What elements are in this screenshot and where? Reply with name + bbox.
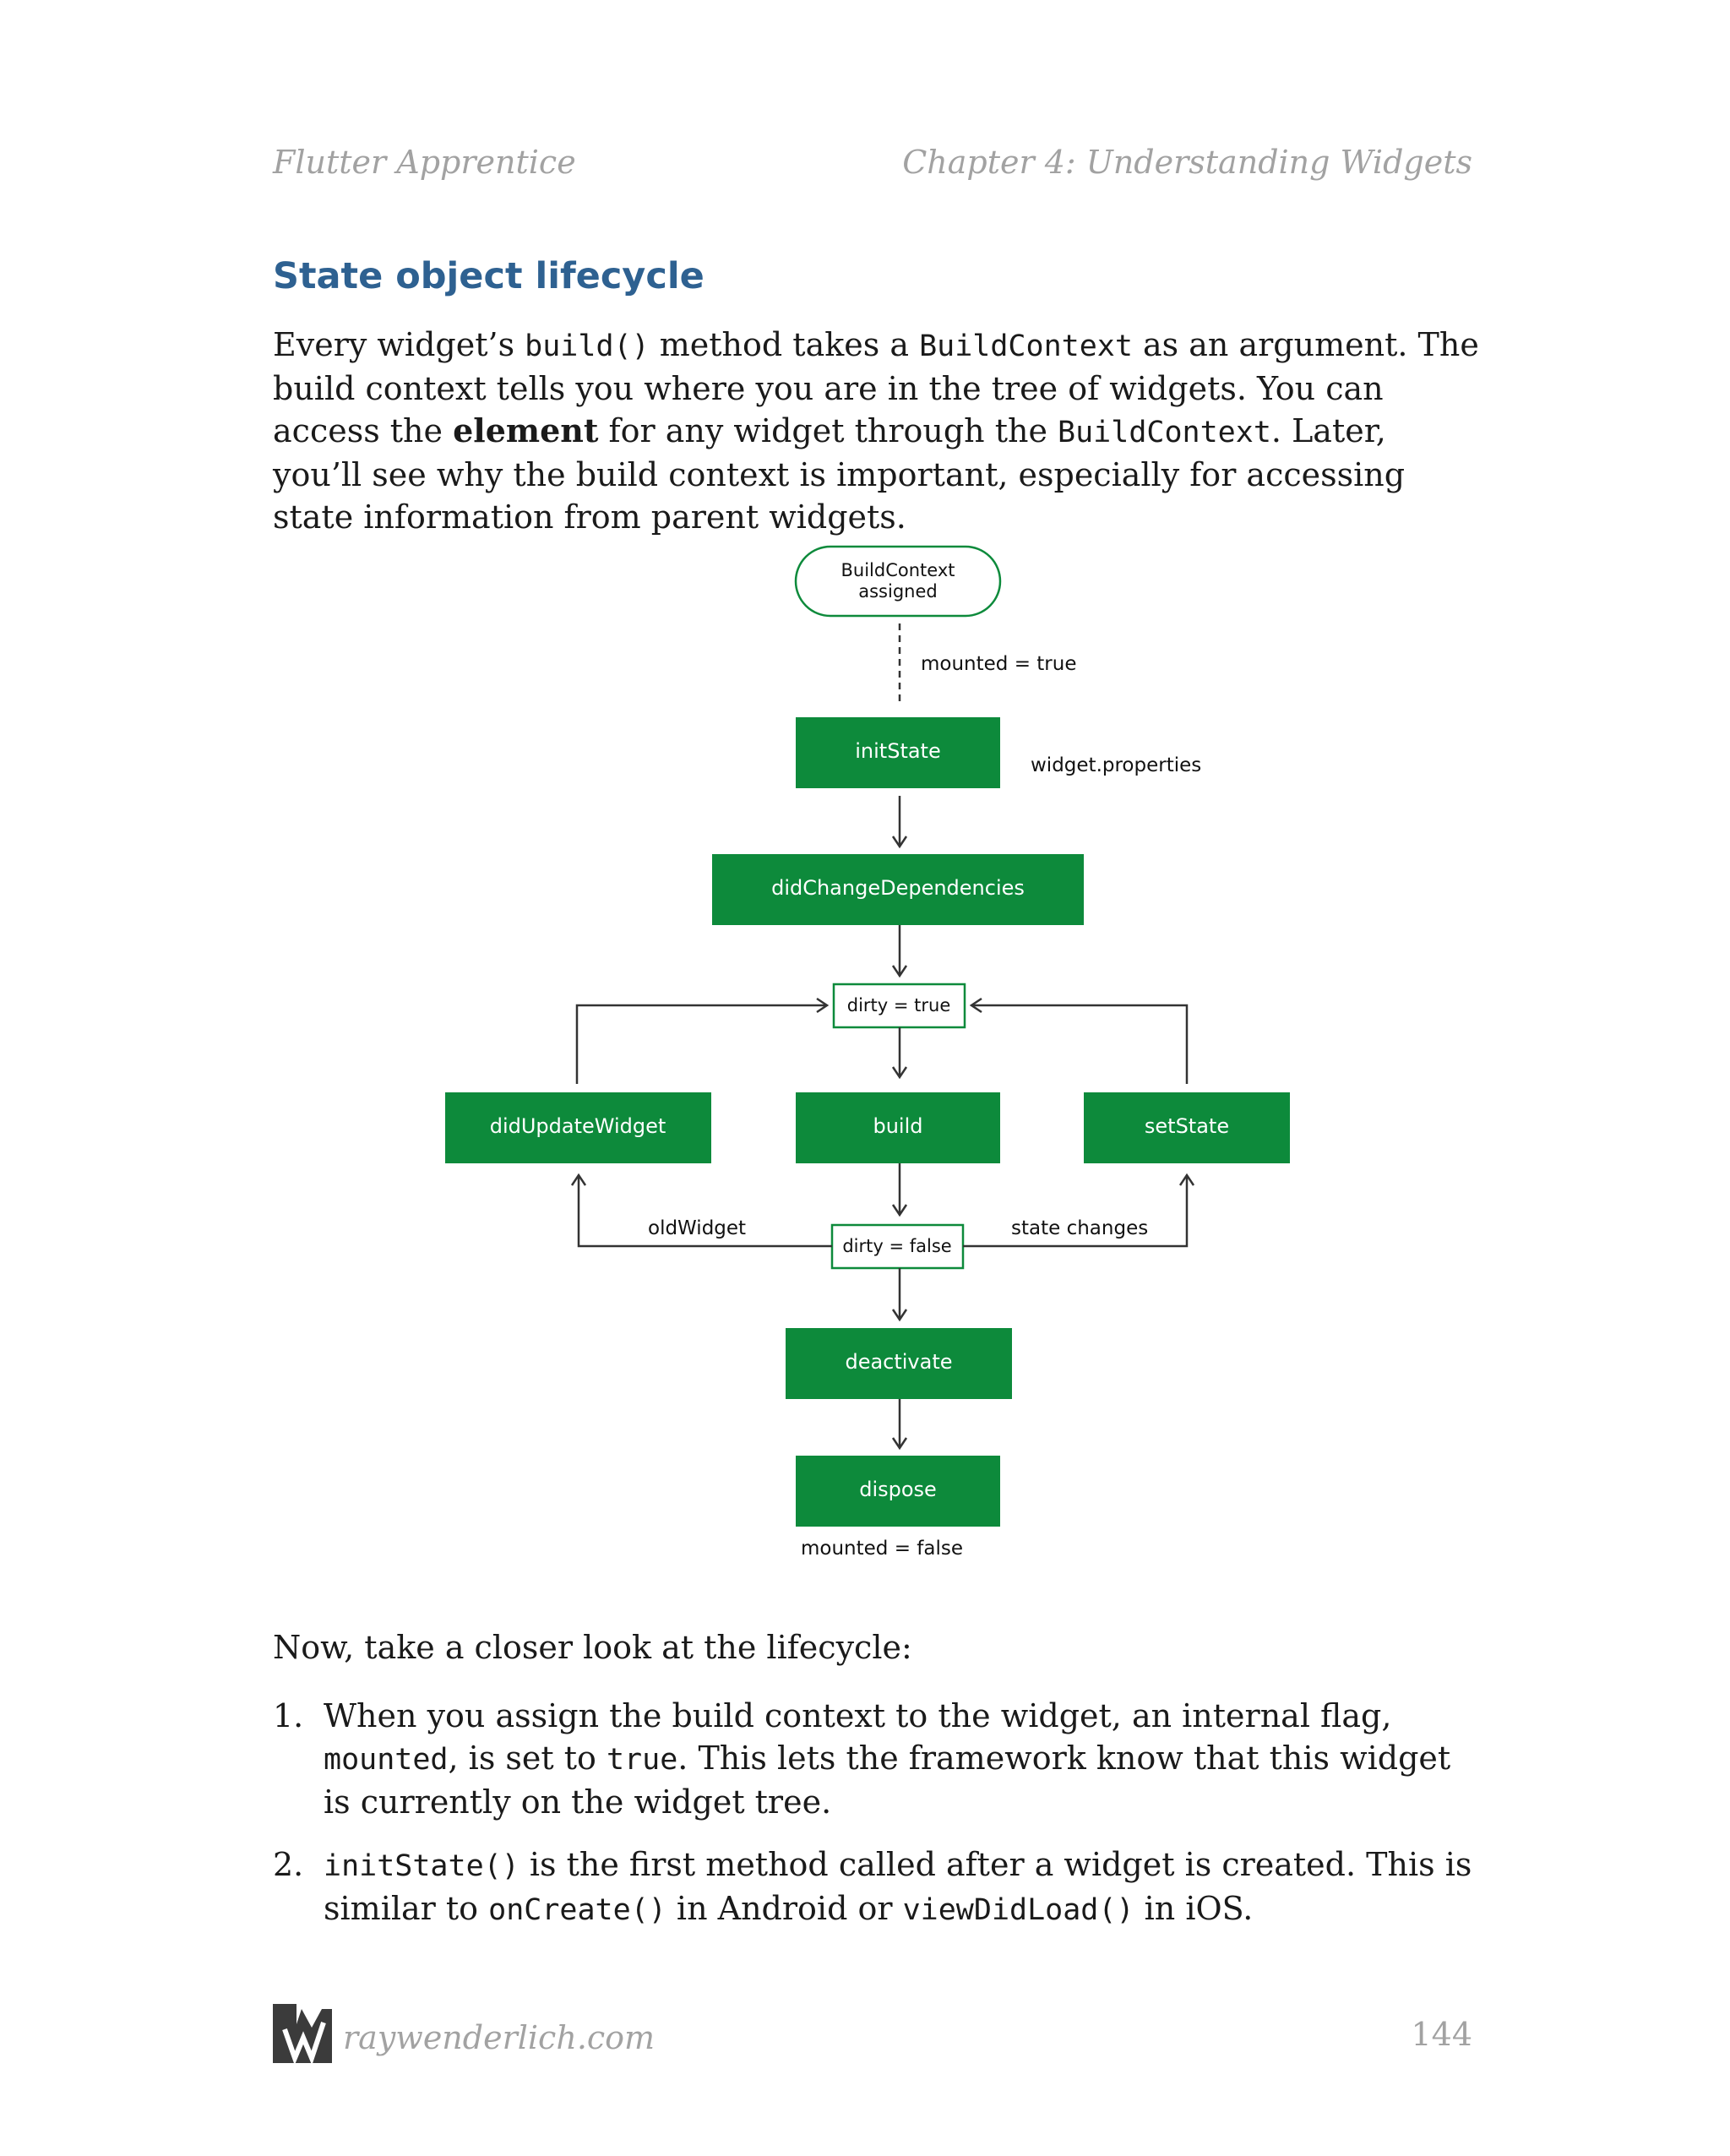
dispose-label: dispose bbox=[859, 1478, 937, 1501]
start-node-buildcontext-assigned bbox=[794, 545, 1002, 618]
oldwidget-label: oldWidget bbox=[648, 1217, 746, 1239]
code-true: true bbox=[606, 1743, 678, 1777]
didchangedependencies-label: didChangeDependencies bbox=[771, 876, 1025, 900]
intro-text-4: for any widget through the bbox=[598, 412, 1058, 449]
raywenderlich-logo-icon bbox=[273, 2004, 332, 2063]
build-box bbox=[796, 1092, 1000, 1163]
intro-text-5: . Later, you’ll see why the build contex… bbox=[273, 412, 1406, 536]
list-item-body: initState() is the first method called a… bbox=[324, 1843, 1481, 1931]
li1-text-3: . This lets the framework know that this… bbox=[324, 1740, 1451, 1821]
dirty-false-box bbox=[830, 1223, 965, 1270]
initstate-label: initState bbox=[855, 739, 940, 763]
code-build: build() bbox=[525, 329, 650, 363]
deactivate-box bbox=[786, 1328, 1012, 1399]
didchangedependencies-box bbox=[712, 854, 1084, 925]
list-item-body: When you assign the build context to the… bbox=[324, 1695, 1481, 1823]
mounted-false-label: mounted = false bbox=[801, 1538, 963, 1560]
code-buildcontext-2: BuildContext bbox=[1058, 416, 1271, 449]
dispose-box bbox=[796, 1456, 1000, 1527]
li2-text-2: in Android or bbox=[666, 1890, 903, 1927]
list-number: 2. bbox=[273, 1846, 304, 1883]
dirty-true-label: dirty = true bbox=[847, 995, 951, 1015]
didupdatewidget-label: didUpdateWidget bbox=[490, 1114, 666, 1138]
section-title: State object lifecycle bbox=[273, 255, 705, 297]
mounted-true-label: mounted = true bbox=[921, 653, 1077, 675]
setstate-label: setState bbox=[1145, 1114, 1229, 1138]
li1-text-1: When you assign the build context to the… bbox=[324, 1697, 1392, 1734]
li2-text-3: in iOS. bbox=[1134, 1890, 1254, 1927]
initstate-box bbox=[796, 717, 1000, 788]
build-label: build bbox=[873, 1114, 922, 1138]
code-viewdidload: viewDidLoad() bbox=[902, 1893, 1134, 1927]
arrow-didupdate-to-dirtytrue bbox=[575, 997, 830, 1084]
running-header-chapter: Chapter 4: Understanding Widgets bbox=[902, 144, 1472, 181]
widget-properties-label: widget.properties bbox=[1031, 754, 1201, 776]
intro-text-3: as an argument. The build context tells … bbox=[273, 326, 1479, 449]
deactivate-label: deactivate bbox=[845, 1350, 952, 1374]
running-header-book-title: Flutter Apprentice bbox=[273, 144, 576, 181]
page-number: 144 bbox=[1411, 2016, 1472, 2053]
code-mounted: mounted bbox=[324, 1743, 449, 1777]
intro-text-2: method takes a bbox=[649, 326, 920, 363]
arrow-setstate-to-dirtytrue bbox=[969, 997, 1189, 1084]
start-node-label-line1: BuildContext bbox=[841, 560, 955, 580]
didupdatewidget-box bbox=[445, 1092, 711, 1163]
li2-text-1: is the first method called after a widge… bbox=[324, 1846, 1472, 1927]
code-buildcontext: BuildContext bbox=[919, 329, 1133, 363]
arrow-dirtyfalse-to-didupdate bbox=[570, 1173, 832, 1248]
dirty-true-box bbox=[832, 983, 966, 1029]
intro-text-1: Every widget’s bbox=[273, 326, 525, 363]
state-changes-label: state changes bbox=[1011, 1217, 1148, 1239]
li1-text-2: , is set to bbox=[448, 1740, 607, 1777]
setstate-box bbox=[1084, 1092, 1290, 1163]
arrow-dirtyfalse-to-setstate bbox=[963, 1173, 1195, 1248]
code-initstate: initState() bbox=[324, 1849, 520, 1883]
code-oncreate: onCreate() bbox=[488, 1893, 666, 1927]
start-node-label-line2: assigned bbox=[858, 581, 937, 602]
dirty-false-label: dirty = false bbox=[842, 1236, 951, 1256]
lifecycle-intro: Now, take a closer look at the lifecycle… bbox=[273, 1629, 912, 1666]
intro-paragraph: Every widget’s build() method takes a Bu… bbox=[273, 324, 1481, 538]
bold-element: element bbox=[453, 411, 599, 449]
footer-site-link[interactable]: raywenderlich.com bbox=[343, 2019, 656, 2056]
list-number: 1. bbox=[273, 1697, 304, 1734]
